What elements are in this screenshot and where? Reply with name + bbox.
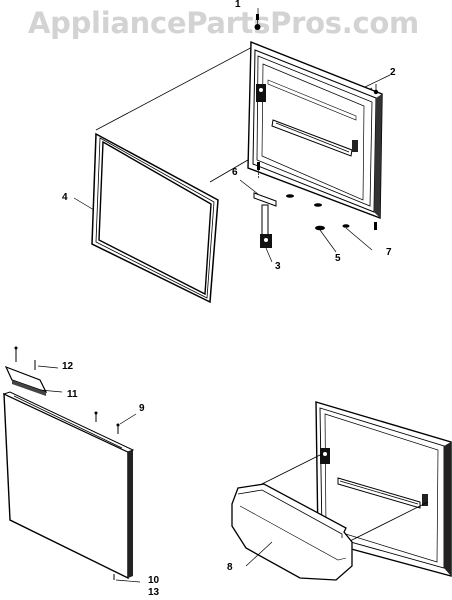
callout-6: 6 bbox=[232, 167, 238, 178]
callout-8: 8 bbox=[227, 562, 233, 573]
door-bin-part-8 bbox=[231, 483, 353, 581]
callout-3: 3 bbox=[275, 261, 281, 272]
callout-7: 7 bbox=[386, 247, 392, 258]
assembly-leader-line bbox=[339, 501, 429, 547]
lower-door-panel bbox=[315, 401, 452, 577]
callout-2: 2 bbox=[390, 67, 396, 78]
washer-icon bbox=[286, 194, 294, 198]
watermark-logo: AppliancePartsPros.com bbox=[28, 6, 419, 40]
callout-leader-7 bbox=[345, 227, 373, 251]
callout-5: 5 bbox=[335, 253, 341, 264]
door-hinge-bracket bbox=[256, 84, 266, 102]
washer-part-5 bbox=[315, 225, 325, 231]
assembly-leader-line bbox=[253, 453, 323, 489]
assembly-leader-line bbox=[95, 43, 259, 131]
callout-4: 4 bbox=[62, 192, 68, 203]
callout-leader-5 bbox=[319, 229, 337, 253]
screw-icon bbox=[373, 89, 379, 95]
hinge-bracket-part-6 bbox=[239, 179, 277, 236]
washer-part-7 bbox=[342, 224, 350, 228]
screw-part-1 bbox=[254, 14, 261, 30]
callout-leader-2 bbox=[364, 74, 391, 88]
callout-12: 12 bbox=[62, 361, 74, 372]
washer-icon bbox=[314, 203, 322, 207]
door-gasket-part-4 bbox=[73, 132, 219, 304]
hinge-pin bbox=[257, 162, 260, 178]
callout-1: 1 bbox=[235, 0, 241, 10]
callout-13: 13 bbox=[148, 587, 160, 598]
freezer-door-panel bbox=[247, 40, 383, 220]
callout-11: 11 bbox=[67, 389, 78, 400]
hinge-pin bbox=[374, 222, 377, 230]
hinge-part-3 bbox=[260, 234, 273, 263]
callout-9: 9 bbox=[139, 403, 145, 414]
drawer-handle-part-11 bbox=[4, 365, 63, 396]
drawer-front-panel bbox=[2, 391, 135, 580]
callout-10: 10 bbox=[148, 575, 160, 586]
